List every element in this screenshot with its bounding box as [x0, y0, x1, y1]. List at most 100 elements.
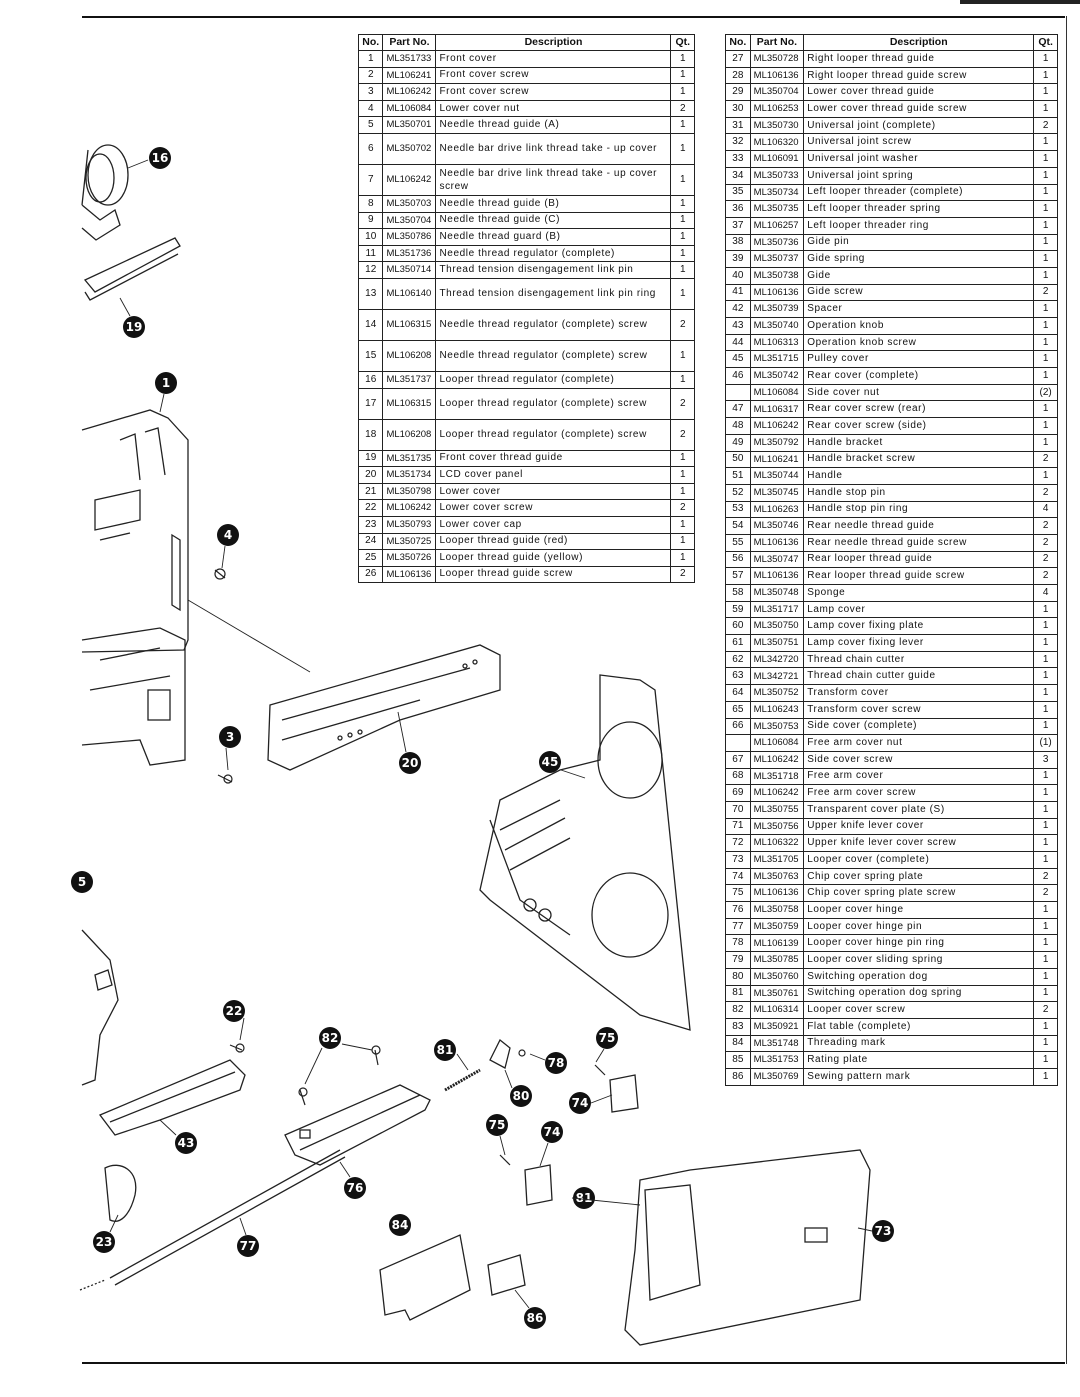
- part-number-cell: ML351736: [382, 244, 437, 263]
- part-number-cell: ML106208: [382, 339, 437, 372]
- description-cell: Looper cover hinge: [803, 901, 1035, 919]
- svg-text:19: 19: [126, 320, 143, 334]
- part-number-index: 28: [725, 66, 751, 85]
- description-cell: Handle bracket: [803, 433, 1035, 452]
- part-number-cell: ML106140: [382, 277, 437, 310]
- part-number-cell: ML106136: [382, 565, 437, 584]
- quantity-cell: 1: [1033, 984, 1058, 1003]
- description-cell: Gide pin: [803, 233, 1035, 252]
- part-number-index: 48: [725, 417, 751, 435]
- hinge-pin-part: [109, 1149, 346, 1286]
- description-cell: Threading mark: [803, 1034, 1035, 1053]
- part-number-cell: ML350761: [749, 984, 805, 1003]
- part-number-index: 70: [725, 800, 751, 819]
- part-number-index: 42: [725, 300, 751, 318]
- quantity-cell: 2: [1033, 1001, 1058, 1019]
- sewing-pattern-mark-part: [487, 1254, 526, 1296]
- description-cell: Front cover: [435, 50, 672, 68]
- quantity-cell: 2: [670, 499, 695, 517]
- quantity-cell: 1: [1033, 183, 1058, 202]
- description-cell: Upper knife lever cover screw: [803, 834, 1035, 852]
- part-number-index: 78: [725, 934, 751, 953]
- quantity-cell: 1: [1033, 917, 1058, 936]
- part-number-cell: ML106139: [749, 934, 805, 953]
- callout-74: 74: [569, 1092, 591, 1114]
- svg-text:76: 76: [347, 1181, 364, 1195]
- description-cell: Side cover nut: [803, 383, 1035, 402]
- part-number-cell: ML350739: [749, 300, 805, 318]
- description-cell: Universal joint screw: [803, 133, 1035, 152]
- part-number-index: 5: [357, 116, 384, 134]
- front-cover-part: [81, 409, 189, 653]
- part-number-index: 21: [357, 482, 384, 501]
- right-rule: [1066, 16, 1067, 1364]
- description-cell: Handle bracket screw: [803, 450, 1035, 469]
- looper-cover-hinge-part: [284, 1084, 431, 1166]
- callout-45: 45: [539, 751, 561, 773]
- header-description: Description: [803, 34, 1035, 51]
- description-cell: Front cover screw: [435, 83, 672, 101]
- spring-plate-part-2: [524, 1164, 553, 1206]
- part-number-cell: ML350748: [749, 584, 805, 602]
- quantity-cell: 1: [670, 339, 695, 372]
- part-number-index: 72: [725, 834, 751, 852]
- description-cell: Needle thread regulator (complete) screw: [435, 339, 672, 372]
- part-number-cell: ML350702: [382, 132, 437, 165]
- part-number-index: 4: [357, 99, 384, 118]
- callout-73: 73: [872, 1220, 894, 1242]
- part-number-index: 2: [357, 66, 384, 85]
- quantity-cell: 1: [1033, 717, 1058, 736]
- operation-knob-part: [98, 1059, 246, 1136]
- description-cell: Free arm cover screw: [803, 784, 1035, 802]
- quantity-cell: 1: [1033, 667, 1058, 686]
- quantity-cell: 1: [670, 532, 695, 551]
- part-number-index: 43: [725, 317, 751, 335]
- description-text: Needle bar drive link thread take - up c…: [439, 167, 658, 192]
- description-cell: LCD cover panel: [435, 466, 672, 484]
- part-number-cell: ML351733: [382, 50, 437, 68]
- part-number-cell: ML351748: [749, 1034, 805, 1053]
- part-number-cell: ML350714: [382, 261, 437, 279]
- quantity-cell: 1: [1033, 600, 1058, 619]
- quantity-cell: 2: [1033, 550, 1058, 569]
- description-text: Thread tension disengagement link pin ri…: [439, 288, 656, 300]
- quantity-cell: 1: [670, 466, 695, 484]
- svg-text:74: 74: [544, 1125, 561, 1139]
- table-header-row: No. Part No. Description Qt.: [357, 34, 695, 51]
- part-number-cell: ML350728: [749, 50, 805, 68]
- part-number-cell: ML342720: [749, 650, 805, 669]
- description-cell: Needle bar drive link thread take - up c…: [435, 132, 672, 165]
- part-number-cell: ML351753: [749, 1051, 805, 1069]
- part-number-cell: ML350701: [382, 116, 437, 134]
- operation-dog-part: [489, 1038, 511, 1069]
- part-number-index: 37: [725, 216, 751, 235]
- description-cell: Rear needle thread guide: [803, 517, 1035, 535]
- part-number-cell: ML350738: [749, 266, 805, 285]
- part-number-index: 49: [725, 433, 751, 452]
- part-number-cell: ML106084: [749, 734, 805, 752]
- part-number-index: 85: [725, 1051, 751, 1069]
- quantity-cell: 1: [670, 277, 695, 310]
- part-number-index: 9: [357, 211, 384, 230]
